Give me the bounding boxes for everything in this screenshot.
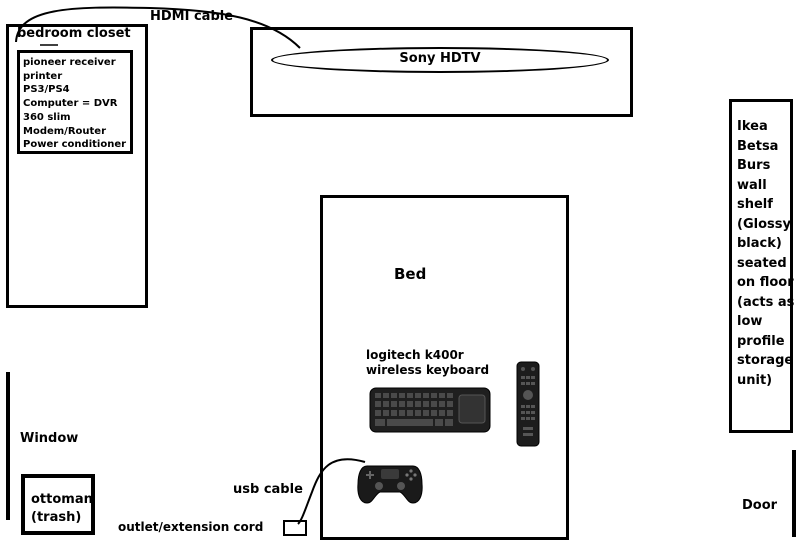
- bed-label: Bed: [394, 265, 427, 283]
- shelf-label-line: (acts as: [737, 294, 795, 310]
- shelf-label-line: seated: [737, 255, 787, 271]
- shelf-label-line: storage: [737, 353, 794, 368]
- shelf-label: Ikea Betsa Burs wall shelf (Glossy black…: [737, 117, 800, 390]
- window-label: Window: [20, 431, 79, 446]
- shelf-label-line: Betsa: [737, 138, 779, 154]
- shelf-label-line: wall: [737, 177, 767, 193]
- keyboard-label-line1: logitech k400r: [366, 348, 464, 362]
- closet-equipment-box: [17, 50, 133, 154]
- list-item: Modem/Router: [23, 125, 107, 137]
- list-item: Computer = DVR: [23, 98, 118, 110]
- ikea-shelf: [729, 99, 793, 433]
- bedroom-closet: [6, 24, 148, 308]
- keyboard-icon: [369, 387, 491, 433]
- ottoman-label-line2: (trash): [31, 510, 82, 525]
- remote-control-icon: [516, 361, 540, 447]
- shelf-label-line: (Glossy: [737, 216, 791, 232]
- list-item: 360 slim: [23, 111, 71, 123]
- list-item: PS3/PS4: [23, 84, 70, 96]
- shelf-label-line: low: [737, 314, 763, 329]
- list-item: printer: [23, 70, 63, 82]
- game-controller-icon: [357, 465, 423, 504]
- outlet-box: [283, 520, 307, 536]
- shelf-label-line: black): [737, 236, 782, 251]
- ottoman-label-line1: ottoman: [31, 492, 93, 507]
- shelf-label-line: on floor: [737, 275, 794, 290]
- ottoman: [21, 474, 95, 535]
- list-item: pioneer receiver: [23, 57, 116, 68]
- shelf-label-line: Ikea: [737, 119, 768, 134]
- shelf-label-line: profile: [737, 333, 785, 349]
- keyboard-label-line2: wireless keyboard: [366, 363, 490, 377]
- hdmi-cable-label: HDMI cable: [150, 9, 234, 24]
- list-item: Power conditioner: [23, 139, 127, 151]
- door-label: Door: [742, 498, 778, 513]
- closet-title: bedroom closet: [17, 26, 131, 41]
- outlet-label: outlet/extension cord: [118, 520, 264, 534]
- tv-label: Sony HDTV: [399, 51, 481, 66]
- bed: [320, 195, 569, 540]
- hdmi-cable-line: [15, 6, 301, 49]
- usb-cable-line: [297, 458, 366, 525]
- shelf-label-line: shelf: [737, 197, 773, 212]
- tv-stand: [250, 27, 633, 117]
- usb-cable-label: usb cable: [233, 482, 303, 497]
- shelf-label-line: Burs: [737, 158, 771, 173]
- shelf-label-line: unit): [737, 372, 773, 388]
- closet-equipment-list: pioneer receiver printer PS3/PS4 Compute…: [23, 56, 126, 152]
- tv-outline: [271, 47, 609, 73]
